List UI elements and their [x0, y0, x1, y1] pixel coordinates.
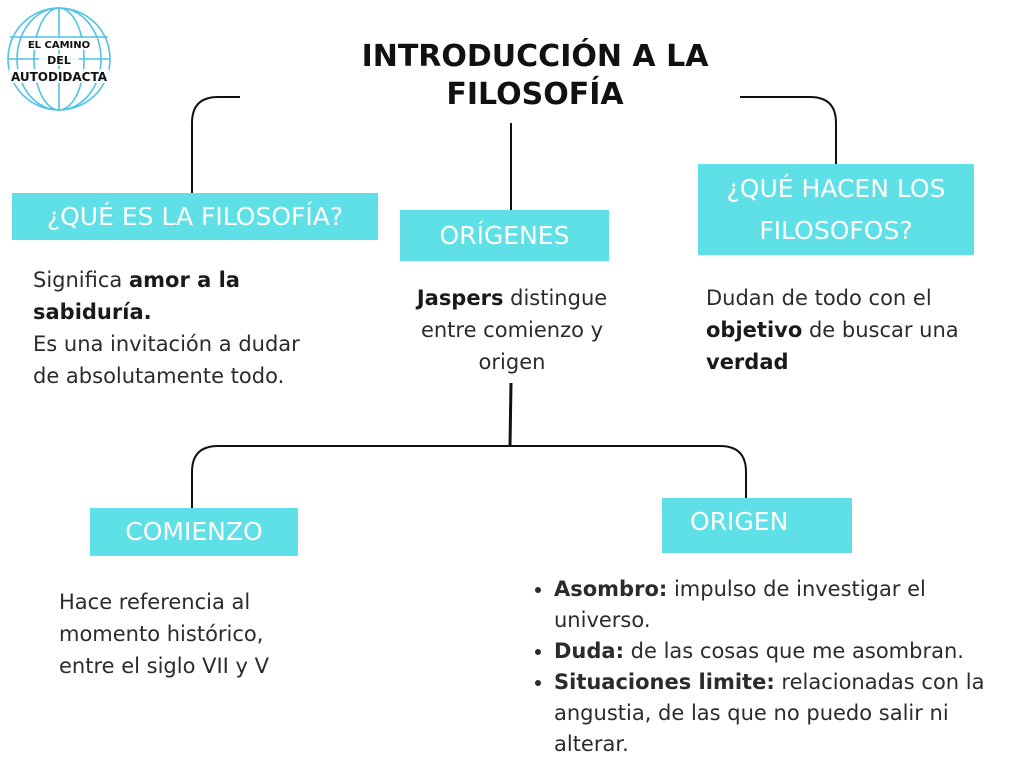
node-comienzo-label: COMIENZO	[125, 517, 263, 546]
connector-title-to-que-es	[191, 96, 240, 193]
desc-comienzo: Hace referencia al momento histórico, en…	[59, 586, 321, 682]
desc-origenes-text: distingue entre comienzo y origen	[420, 286, 608, 374]
desc-que-hacen: Dudan de todo con el objetivo de buscar …	[706, 282, 986, 378]
desc-origenes: Jaspers distingue entre comienzo y orige…	[393, 282, 631, 378]
desc-que-hacen-t1: Dudan de todo con el	[706, 286, 932, 310]
bullet-text: relacionadas con la angustia, de las que…	[554, 670, 985, 756]
bullet-bold: Asombro:	[554, 577, 668, 601]
globe-icon: EL CAMINO DEL AUTODIDACTA	[7, 7, 111, 111]
desc-que-es-bold: amor a la sabiduría.	[33, 268, 240, 324]
title-line1: INTRODUCCIÓN A LA	[361, 39, 709, 74]
connector-to-origen	[510, 445, 747, 498]
node-origenes: ORÍGENES	[400, 210, 609, 261]
node-que-es-label: ¿QUÉ ES LA FILOSOFÍA?	[46, 201, 344, 231]
desc-que-hacen-b1: objetivo	[706, 318, 803, 342]
origen-bullet-list: Asombro: impulso de investigar el univer…	[528, 574, 1018, 760]
bullet-text: impulso de investigar el universo.	[554, 577, 926, 632]
logo: EL CAMINO DEL AUTODIDACTA	[5, 5, 113, 113]
connector-to-comienzo	[191, 445, 510, 508]
node-comienzo: COMIENZO	[90, 508, 298, 556]
bullet-bold: Duda:	[554, 639, 624, 663]
desc-que-hacen-b2: verdad	[706, 350, 789, 374]
desc-que-es-text2: Es una invitación a dudar de absolutamen…	[33, 332, 300, 388]
title-line2: FILOSOFÍA	[446, 77, 624, 112]
desc-que-hacen-t2: de buscar una	[802, 318, 959, 342]
node-origenes-label: ORÍGENES	[439, 220, 570, 250]
origen-bullet-duda: Duda: de las cosas que me asombran.	[554, 636, 1018, 667]
logo-line2: DEL	[47, 54, 71, 67]
node-que-hacen-los-filosofos: ¿QUÉ HACEN LOS FILOSOFOS?	[698, 164, 974, 255]
desc-origen: Asombro: impulso de investigar el univer…	[528, 574, 1018, 760]
connector-title-to-que-hacen	[740, 96, 837, 164]
node-que-hacen-label-line1: ¿QUÉ HACEN LOS	[726, 173, 946, 203]
bullet-bold: Situaciones limite:	[554, 670, 775, 694]
desc-que-es: Significa amor a la sabiduría. Es una in…	[33, 264, 323, 392]
connector-origenes-to-branches	[508, 382, 513, 447]
node-que-es-la-filosofia: ¿QUÉ ES LA FILOSOFÍA?	[12, 193, 378, 240]
node-origen: ORIGEN	[662, 498, 852, 553]
origen-bullet-situaciones: Situaciones limite: relacionadas con la …	[554, 667, 1018, 760]
desc-comienzo-text: Hace referencia al momento histórico, en…	[59, 590, 270, 678]
node-que-hacen-label-line2: FILOSOFOS?	[759, 215, 913, 245]
desc-que-es-text1: Significa	[33, 268, 129, 292]
logo-line3: AUTODIDACTA	[11, 70, 108, 84]
page-title: INTRODUCCIÓN A LA FILOSOFÍA	[280, 38, 790, 114]
node-origen-label: ORIGEN	[690, 507, 789, 536]
desc-origenes-bold: Jaspers	[416, 286, 504, 310]
logo-line1: EL CAMINO	[28, 40, 90, 51]
bullet-text: de las cosas que me asombran.	[623, 639, 964, 663]
origen-bullet-asombro: Asombro: impulso de investigar el univer…	[554, 574, 1018, 636]
